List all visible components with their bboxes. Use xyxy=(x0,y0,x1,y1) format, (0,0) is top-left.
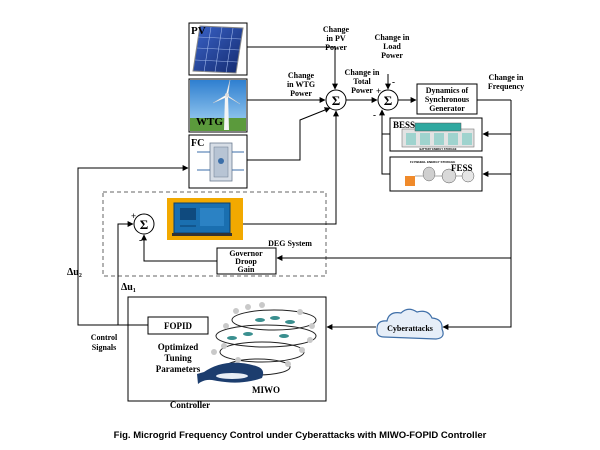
svg-text:Σ: Σ xyxy=(384,93,393,108)
svg-text:Change in: Change in xyxy=(489,73,524,82)
svg-text:Synchronous: Synchronous xyxy=(425,95,469,104)
svg-text:Σ: Σ xyxy=(332,93,341,108)
svg-text:Change in: Change in xyxy=(375,33,410,42)
wtg-label: WTG xyxy=(196,116,223,128)
delta-u1-label: Δu₁ xyxy=(121,282,136,293)
controller-label: Controller xyxy=(170,400,210,410)
deg-system-label: DEG System xyxy=(268,239,312,248)
pv-panel-icon xyxy=(192,25,244,74)
svg-text:Load: Load xyxy=(383,42,401,51)
controller-block: FOPID Optimized Tuning Parameters MIWO C… xyxy=(127,296,327,410)
svg-text:-: - xyxy=(392,77,395,87)
svg-text:Control: Control xyxy=(91,333,118,342)
svg-text:Total: Total xyxy=(353,77,371,86)
sign-markers: + - - + - xyxy=(131,77,395,245)
change-wtg-power-label: Change in WTG Power xyxy=(287,71,315,98)
cyberattacks-label: Cyberattacks xyxy=(387,324,433,333)
change-total-power-label: Change in Total Power xyxy=(345,68,380,95)
svg-text:Signals: Signals xyxy=(92,343,116,352)
diesel-generator-icon xyxy=(167,198,243,240)
deg-system: Σ DEG System Governor Droop Gain xyxy=(102,191,327,277)
svg-text:Power: Power xyxy=(351,86,373,95)
svg-text:Change: Change xyxy=(288,71,315,80)
svg-text:Generator: Generator xyxy=(429,104,465,113)
wtg-block: WTG xyxy=(188,78,248,133)
change-pv-power-label: Change in PV Power xyxy=(323,25,350,52)
fess-panel-text: FLYWHEEL ENERGY STORAGE xyxy=(410,160,455,164)
flywheel-storage-icon xyxy=(405,166,475,186)
svg-text:Governor: Governor xyxy=(229,249,263,258)
sum-junction-power: Σ xyxy=(325,89,347,111)
fopid-label: FOPID xyxy=(164,321,192,331)
svg-text:-: - xyxy=(373,110,376,120)
change-frequency-label: Change in Frequency xyxy=(488,73,524,91)
pv-label: PV xyxy=(191,25,206,37)
svg-text:in PV: in PV xyxy=(326,34,346,43)
svg-text:Dynamics of: Dynamics of xyxy=(426,86,469,95)
svg-text:Change in: Change in xyxy=(345,68,380,77)
svg-text:Parameters: Parameters xyxy=(156,364,201,374)
fess-block: FLYWHEEL ENERGY STORAGE FESS xyxy=(389,156,483,192)
sum-junction-deg xyxy=(133,213,155,235)
svg-text:Change: Change xyxy=(323,25,350,34)
svg-text:Power: Power xyxy=(290,89,312,98)
bess-block: BATTERY ENERGY STORAGE BESS xyxy=(389,117,483,152)
svg-text:+: + xyxy=(376,86,381,96)
fc-block: FC xyxy=(188,134,248,189)
svg-text:Σ: Σ xyxy=(140,217,149,232)
synchronous-generator-block: Dynamics of Synchronous Generator xyxy=(416,83,478,115)
wind-turbine-icon xyxy=(190,79,246,131)
svg-text:Frequency: Frequency xyxy=(488,82,524,91)
svg-text:Tuning: Tuning xyxy=(164,353,192,363)
miwo-spiral-icon xyxy=(197,302,317,384)
svg-text:-: - xyxy=(139,235,142,245)
bess-panel-text: BATTERY ENERGY STORAGE xyxy=(419,147,456,151)
fuel-cell-icon xyxy=(197,142,244,182)
cyberattacks-cloud: Cyberattacks xyxy=(376,308,444,340)
change-load-power-label: Change in Load Power xyxy=(375,33,410,60)
svg-text:Gain: Gain xyxy=(238,265,255,274)
svg-text:Droop: Droop xyxy=(235,257,257,266)
figure-caption: Fig. Microgrid Frequency Control under C… xyxy=(114,430,487,441)
pv-block: PV xyxy=(188,22,248,76)
svg-text:Optimized: Optimized xyxy=(158,342,199,352)
svg-text:in WTG: in WTG xyxy=(287,80,315,89)
svg-text:Power: Power xyxy=(325,43,347,52)
bess-label: BESS xyxy=(393,120,415,130)
fc-label: FC xyxy=(191,138,204,149)
governor-droop-gain-block xyxy=(216,247,277,275)
miwo-label: MIWO xyxy=(252,385,280,395)
fess-label: FESS xyxy=(451,163,473,173)
delta-u2-label: Δu₂ xyxy=(67,267,82,278)
signal-wires xyxy=(77,46,512,330)
svg-text:+: + xyxy=(131,211,136,221)
svg-text:Power: Power xyxy=(381,51,403,60)
battery-storage-icon xyxy=(401,122,475,148)
